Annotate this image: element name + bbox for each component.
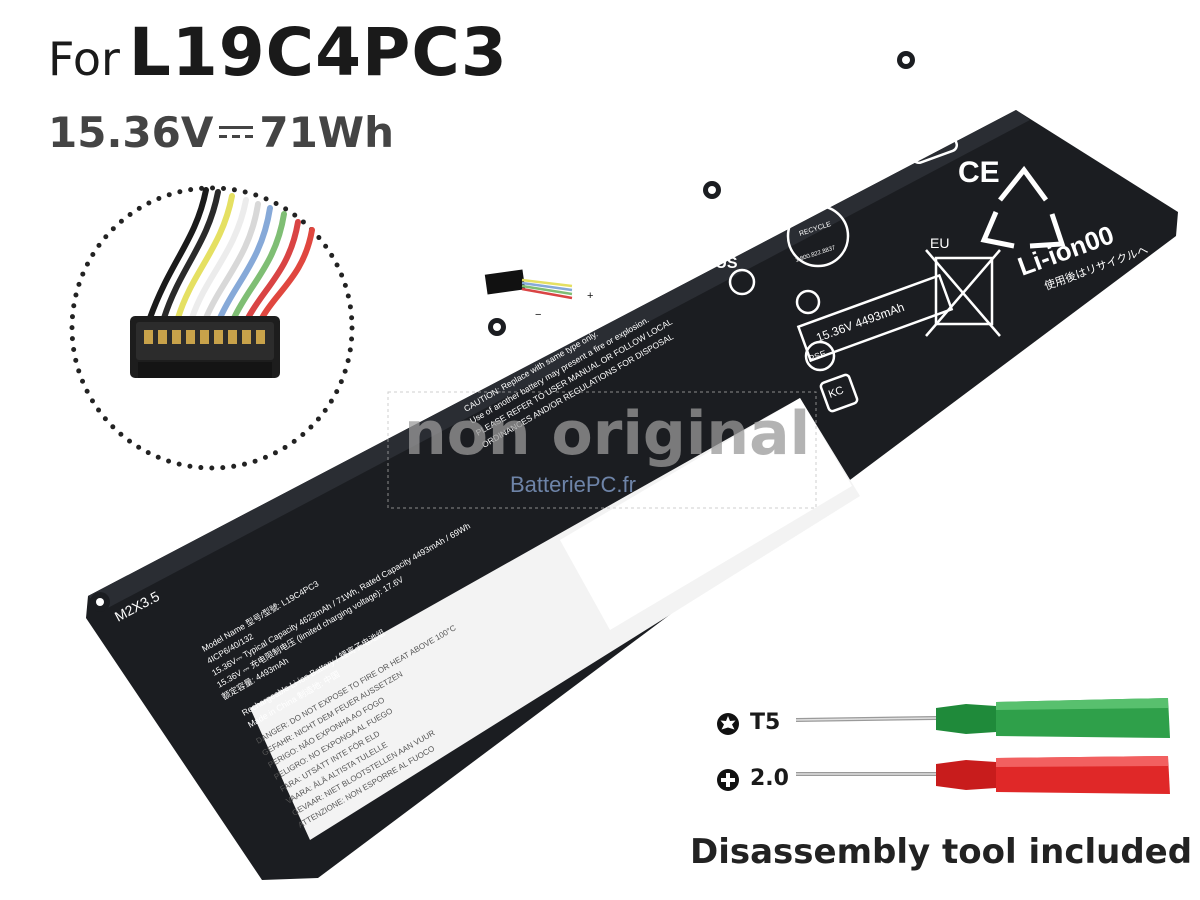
svg-text:+: + (587, 290, 593, 302)
watermark-main: non original (404, 399, 810, 469)
product-title: For L19C4PC3 (48, 14, 508, 91)
tool-label-t5: T5 (750, 710, 781, 735)
model-number: L19C4PC3 (128, 14, 508, 91)
connector-closeup (69, 185, 355, 471)
watermark-sub: BatteriePC.fr (510, 472, 636, 497)
tool-phillips: 2.0 (716, 756, 1176, 802)
warning-label (250, 398, 860, 840)
tool-torx: T5 (716, 698, 1176, 746)
battery-spec: 15.36V 71Wh (48, 108, 394, 157)
battery-logo-mark: 8 (922, 120, 934, 145)
phillips-cross-icon (717, 769, 739, 791)
screw-mark: M2X3.5 (918, 44, 968, 81)
torx-star-icon (717, 713, 739, 735)
ict-mark: ICT (831, 173, 850, 189)
certification-marks (728, 105, 1001, 413)
red-screwdriver (796, 756, 1170, 794)
svg-text:−: − (535, 309, 541, 321)
wire-bundle (147, 187, 315, 321)
kc-mark: KC (827, 384, 846, 401)
direct-current-icon (219, 124, 254, 142)
tool-caption: Disassembly tool included (690, 832, 1193, 872)
voltage-value: 15.36V (48, 108, 214, 157)
tool-label-2-0: 2.0 (750, 766, 789, 791)
watermark: non original BatteriePC.fr (387, 391, 817, 509)
green-screwdriver (796, 698, 1170, 738)
ul-mark: c US (702, 255, 738, 272)
ce-mark: CE (958, 156, 1000, 189)
recycle-icon (980, 165, 1066, 249)
eu-mark: EU (930, 235, 949, 251)
energy-value: 71Wh (259, 108, 395, 157)
title-prefix: For (48, 32, 120, 86)
screw-mark: M2X3.5 (722, 172, 772, 209)
